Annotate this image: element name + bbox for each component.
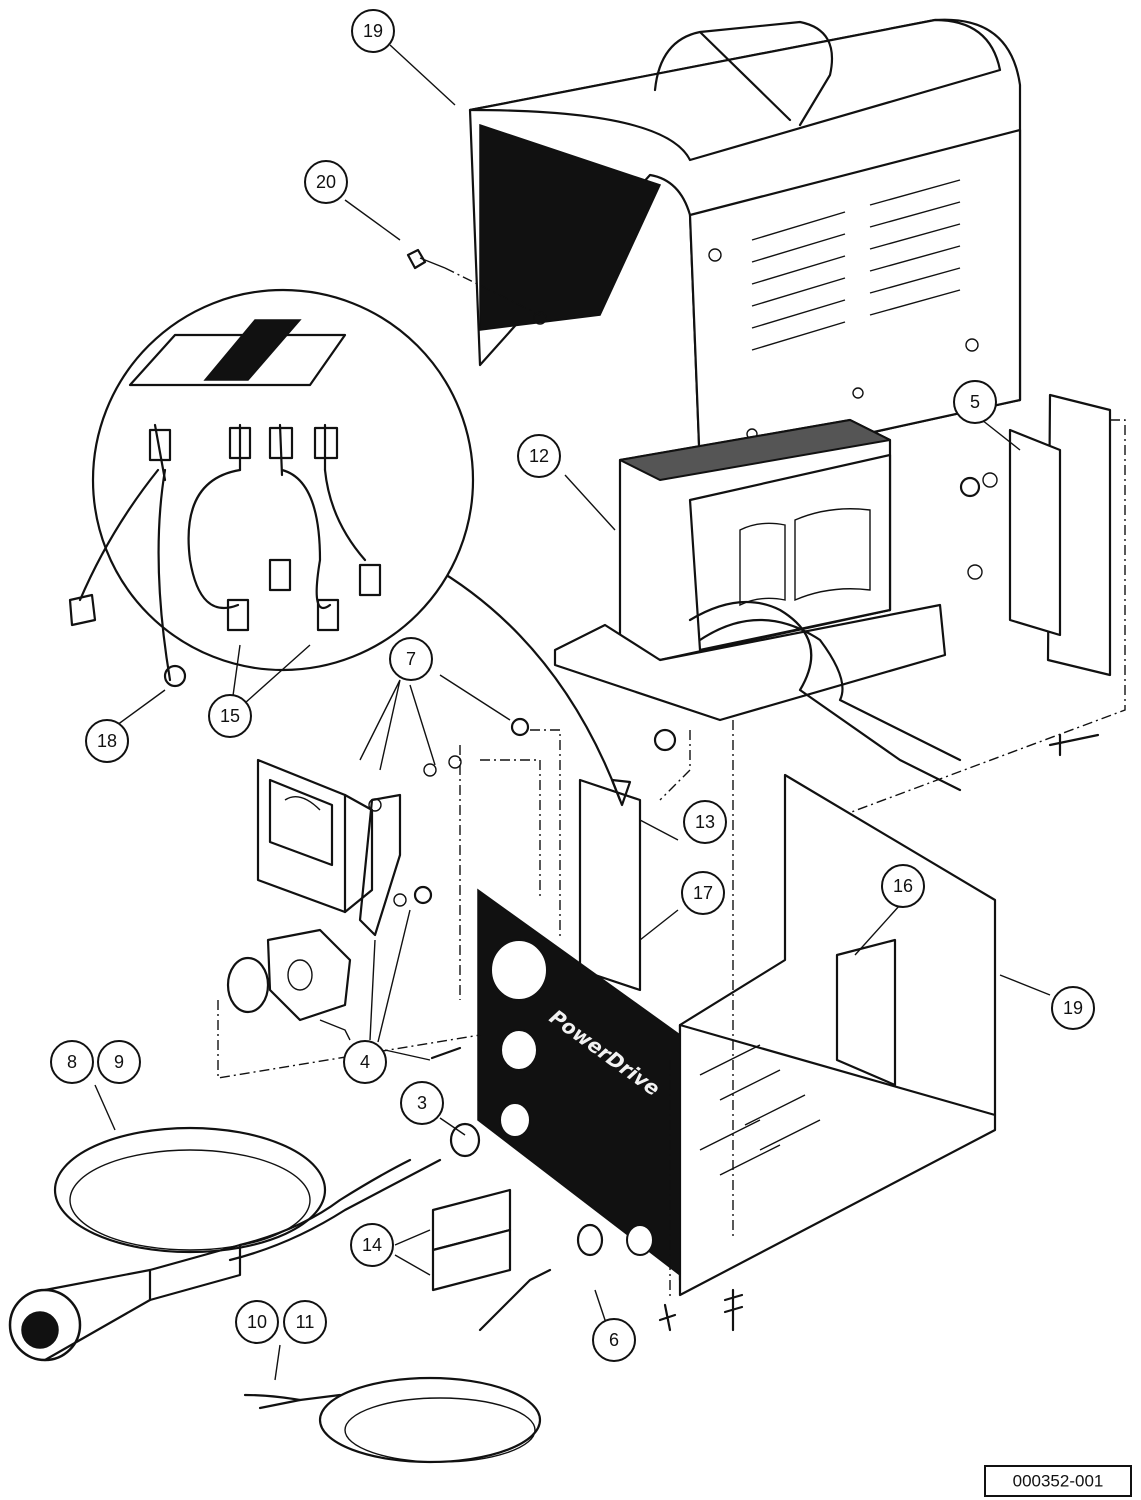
callout-circle-icon: 13 [683, 800, 727, 844]
callout-circle-icon: 16 [881, 864, 925, 908]
callout-14: 14 [362, 1235, 382, 1255]
callout-circle-icon: 8 [50, 1040, 94, 1084]
callout-12: 12 [529, 446, 549, 466]
callout-circle-icon: 19 [1051, 986, 1095, 1030]
circuit-breaker-part [431, 1188, 512, 1292]
callout-11: 11 [296, 1312, 315, 1332]
callout-4: 4 [360, 1052, 370, 1072]
dc-cord-part [8, 1122, 481, 1362]
callout-circle-icon: 14 [350, 1223, 394, 1267]
callout-7: 7 [406, 649, 416, 669]
callout-8: 8 [67, 1052, 77, 1072]
callout-10: 10 [247, 1312, 267, 1332]
callout-18: 18 [97, 731, 117, 751]
callout-circle-icon: 10 [235, 1300, 279, 1344]
timer-part [217, 885, 481, 1079]
callout-15: 15 [220, 706, 240, 726]
callout-circle-icon: 19 [351, 9, 395, 53]
callout-19-side: 19 [1063, 998, 1083, 1018]
callout-20: 20 [316, 172, 336, 192]
callout-5: 5 [970, 392, 980, 412]
callout-circle-icon: 20 [304, 160, 348, 204]
callout-16: 16 [893, 876, 913, 896]
wire-harness-detail-inset [68, 288, 475, 688]
screw-part [406, 248, 541, 316]
callout-circle-icon: 12 [517, 434, 561, 478]
reference-number-box: 000352-001 [984, 1465, 1132, 1497]
callout-6: 6 [609, 1330, 619, 1350]
front-panel-part: PowerDrive [477, 888, 681, 1277]
callout-circle-icon: 5 [953, 380, 997, 424]
callout-13: 13 [695, 812, 715, 832]
top-cover-part [468, 18, 1022, 472]
callout-19-top: 19 [363, 21, 383, 41]
terminal-board-part [829, 393, 1126, 821]
transformer-part [553, 418, 962, 792]
ac-cord-part [243, 1223, 604, 1464]
callout-9: 9 [114, 1052, 124, 1072]
reference-number-text: 000352-001 [1013, 1472, 1104, 1491]
callout-circle-icon: 4 [343, 1040, 387, 1084]
callout-circle-icon: 6 [592, 1318, 636, 1362]
callout-circle-icon: 3 [400, 1081, 444, 1125]
callout-leaders [94, 44, 1051, 1381]
callout-3: 3 [417, 1093, 427, 1113]
callout-circle-icon: 15 [208, 694, 252, 738]
callout-17: 17 [693, 883, 713, 903]
callout-circle-icon: 18 [85, 719, 129, 763]
callout-circle-icon: 17 [681, 871, 725, 915]
callout-circle-icon: 11 [283, 1300, 327, 1344]
callout-circle-icon: 9 [97, 1040, 141, 1084]
ammeter-part [256, 717, 530, 937]
callout-circle-icon: 7 [389, 637, 433, 681]
assembly-leader-lines [428, 563, 1100, 1332]
